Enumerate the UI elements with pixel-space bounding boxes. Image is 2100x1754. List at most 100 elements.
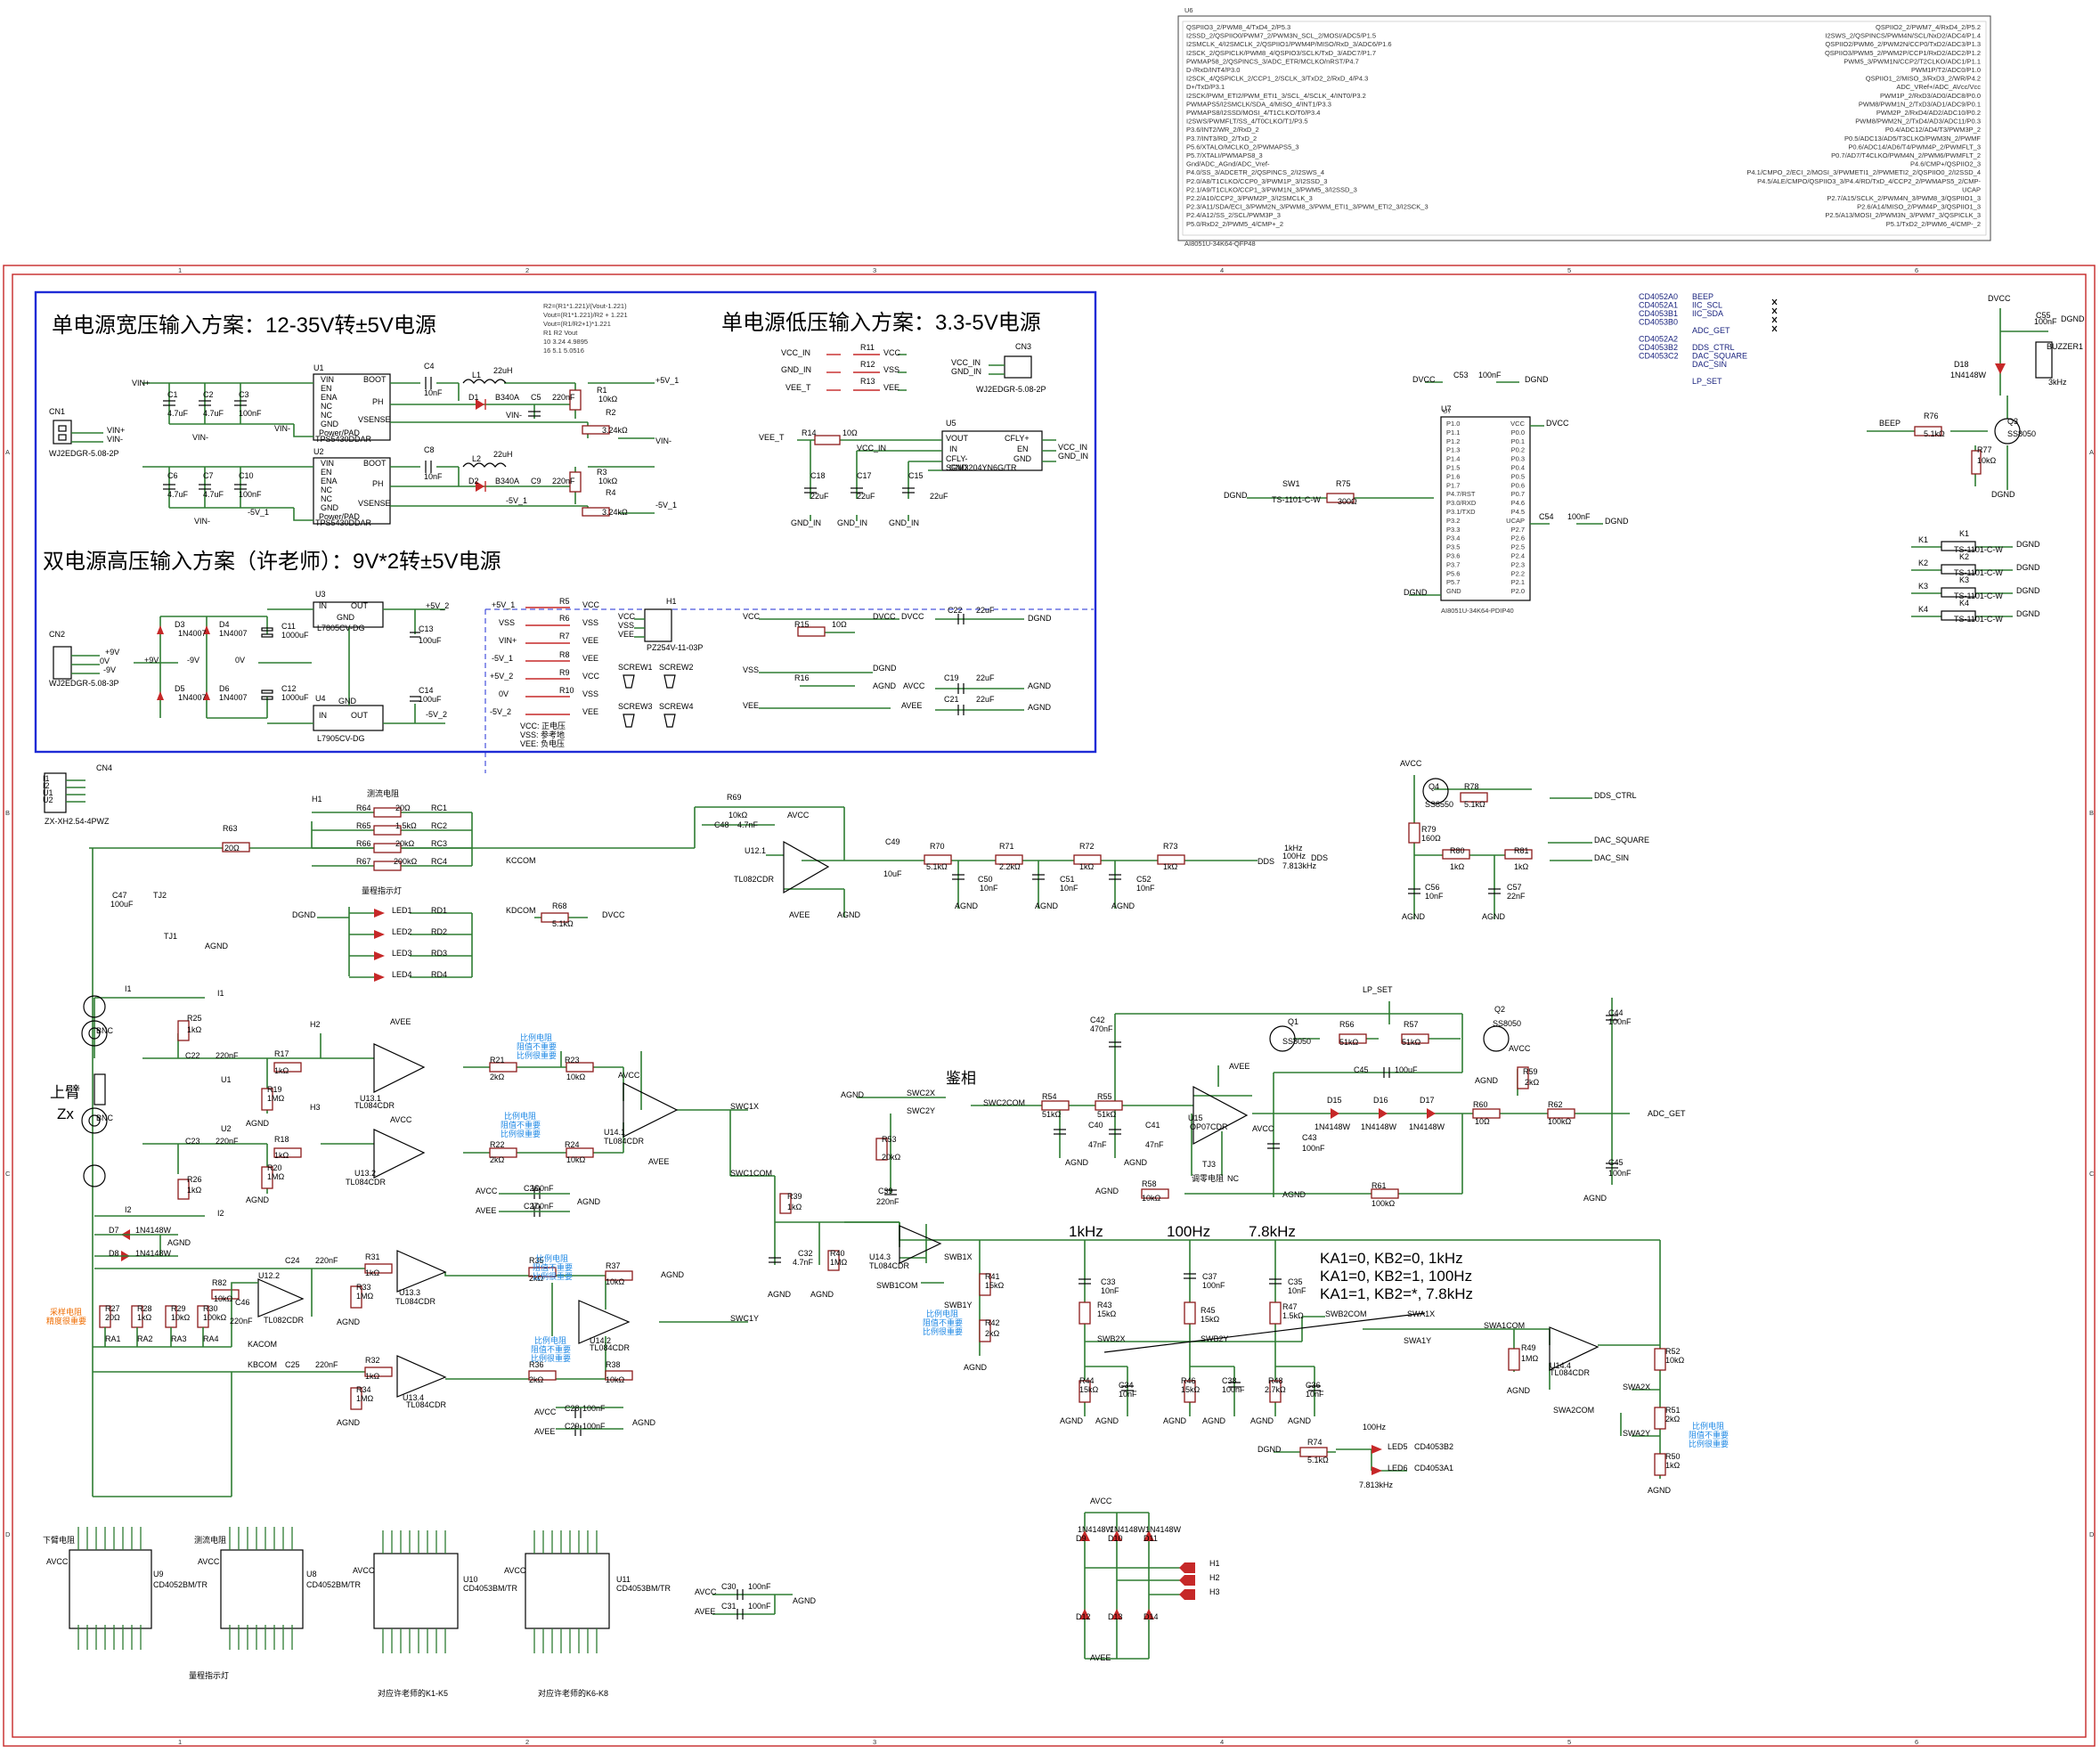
- component-label: R27: [105, 1304, 120, 1313]
- component-label: R5: [559, 597, 570, 606]
- component-label: R8: [559, 650, 570, 659]
- formula-line-2: Vout=(R1*1.221)/R2 + 1.221: [543, 311, 628, 319]
- component-label: 100nF: [582, 1422, 606, 1431]
- component-label: R44: [1079, 1376, 1095, 1385]
- mcu-top-pin-right: PWM1P_2/RxD3/AD0/ADC8/P0.0: [1880, 92, 1981, 100]
- dip-pin-right: P0.4: [1511, 464, 1525, 472]
- component-label: 100kΩ: [203, 1313, 227, 1322]
- component-label: AGND: [964, 1363, 988, 1372]
- component-label: D6: [219, 684, 230, 693]
- component-label: AVCC: [353, 1566, 375, 1575]
- component-label: SWB1COM: [876, 1281, 918, 1290]
- component-label: R37: [606, 1261, 621, 1270]
- component-label: R76: [1924, 412, 1939, 420]
- component-label: U12.2: [258, 1271, 280, 1280]
- ka-row-3: KA1=1, KB2=*, 7.8kHz: [1320, 1285, 1473, 1302]
- component-label: R53: [882, 1135, 897, 1144]
- component-label: 100uF: [419, 695, 442, 704]
- component-label: 4.7uF: [167, 409, 189, 418]
- component-label: 10kΩ: [606, 1277, 625, 1286]
- dip-pin-right: P0.2: [1511, 446, 1525, 454]
- formula-line-4: R1 R2 Vout: [543, 329, 578, 337]
- component-label: K2: [1959, 552, 1969, 561]
- frame-row-letter: D: [2089, 1530, 2095, 1538]
- component-label: 7.813kHz: [1282, 861, 1317, 870]
- component-label: C51: [1060, 875, 1075, 884]
- component-label: 100nF: [1608, 1017, 1632, 1026]
- u3-l7805: [313, 601, 384, 628]
- mcu-top-pin-right: P2.5/A13/MOSI_2/PWM3N_3/PWM7_3/QSPICLK_3: [1825, 211, 1981, 219]
- component-label: H3: [310, 1103, 321, 1112]
- component-label: R13: [860, 377, 875, 386]
- component-label: I1: [217, 989, 224, 998]
- component-label: C17: [857, 471, 872, 480]
- component-label: D18: [1954, 360, 1969, 369]
- component-label: U9: [153, 1570, 164, 1579]
- net-label: DDS_CTRL: [1692, 343, 1735, 352]
- component-label: AGND: [337, 1318, 361, 1326]
- mcu-main-ref: U7: [1443, 407, 1452, 415]
- ratio-resistor-note: 比例很重要: [923, 1326, 963, 1336]
- component-label: GND: [338, 697, 357, 706]
- component-label: AGND: [1028, 681, 1052, 690]
- component-label: I2: [43, 781, 50, 790]
- sampling-resistor-note: 采样电阻: [50, 1307, 82, 1317]
- component-label: 100uF: [419, 636, 442, 645]
- dip-pin-left: P3.3: [1446, 526, 1460, 534]
- component-label: 1000uF: [281, 693, 309, 702]
- component-label: VEE: 负电压: [520, 738, 565, 748]
- component-label: C39: [878, 1187, 893, 1195]
- component-label: C43: [1302, 1133, 1317, 1142]
- u1-tps5430: [313, 373, 391, 441]
- component-label: D2: [468, 477, 479, 485]
- component-label: 5.1kΩ: [926, 862, 948, 871]
- component-label: 22uH: [493, 450, 513, 459]
- component-label: +5V_2: [426, 601, 449, 610]
- component-label: H2: [310, 1020, 321, 1029]
- component-label: SS8050: [2007, 429, 2036, 438]
- component-label: VIN: [321, 459, 334, 468]
- component-label: R11: [860, 343, 875, 352]
- mcu-top-pin-left: Gnd/ADC_AGnd/ADC_Vref-: [1186, 160, 1270, 168]
- mcu-top-pin-right: PWM8/PWM1N_2/TxD3/AD1/ADC9/P0.1: [1859, 100, 1981, 108]
- component-label: AGND: [837, 910, 861, 919]
- component-label: 10nF: [1306, 1390, 1324, 1399]
- component-label: U13.3: [399, 1288, 420, 1297]
- dip-pin-left: P3.2: [1446, 517, 1460, 525]
- component-label: C48: [714, 820, 729, 829]
- component-label: TL084CDR: [354, 1101, 395, 1110]
- component-label: SWC2Y: [907, 1106, 935, 1115]
- component-label: KBCOM: [248, 1360, 277, 1369]
- component-label: SWC1COM: [730, 1169, 772, 1178]
- component-label: 10kΩ: [598, 395, 618, 404]
- component-label: R18: [274, 1135, 289, 1144]
- component-label: C54: [1539, 512, 1554, 521]
- component-label: R7: [559, 632, 570, 640]
- component-label: 1MΩ: [267, 1172, 285, 1181]
- component-label: 10kΩ: [214, 1294, 233, 1303]
- frame-col-number: 6: [1915, 1738, 1918, 1746]
- component-label: 47nF: [1088, 1140, 1107, 1149]
- title-low-input: 单电源低压输入方案：3.3-5V电源: [721, 311, 1041, 335]
- frame-row-letter: B: [2089, 809, 2094, 817]
- component-label: VEE: [582, 707, 598, 716]
- component-label: VCC: [743, 612, 761, 621]
- component-label: CD4053BM/TR: [463, 1584, 518, 1593]
- component-label: TL084CDR: [869, 1261, 910, 1270]
- component-label: D5: [175, 684, 185, 693]
- component-label: U2: [313, 447, 324, 456]
- component-label: DGND: [2016, 609, 2040, 618]
- component-label: -5V_1: [248, 508, 269, 517]
- component-label: TS-1101-C-W: [1954, 615, 2003, 624]
- component-label: 100nF: [1567, 512, 1591, 521]
- dip-pin-left: P1.2: [1446, 437, 1460, 445]
- component-label: GND: [321, 503, 339, 512]
- component-label: 1000uF: [281, 631, 309, 640]
- component-label: R58: [1142, 1179, 1157, 1188]
- component-label: DDS: [1258, 857, 1274, 866]
- frame-col-number: 5: [1567, 266, 1571, 274]
- dip-pin-right: UCAP: [1506, 517, 1525, 525]
- net-label: CD4052A2: [1639, 335, 1678, 344]
- component-label: GND: [1013, 454, 1032, 463]
- component-label: R10: [559, 686, 574, 695]
